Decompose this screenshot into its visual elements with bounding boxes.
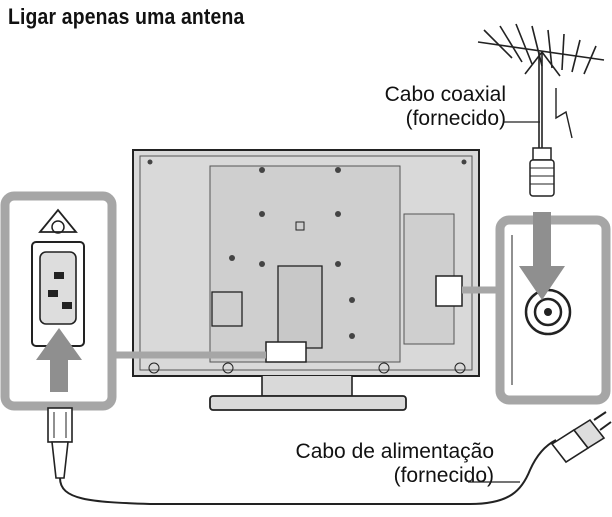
power-cable-label-line1: Cabo de alimentação [295,440,494,463]
antenna-socket-callout [462,215,611,405]
power-socket-icon [31,208,85,347]
power-cable-label: Cabo de alimentação (fornecido) [296,440,494,488]
coaxial-insert-arrow [519,212,565,300]
coaxial-cable-label-line2: (fornecido) [405,107,506,130]
coaxial-plug-icon [529,147,555,197]
antenna-icon [477,23,605,150]
power-cable-label-line2: (fornecido) [393,464,494,487]
tv-back-panel [132,149,480,377]
page-title: Ligar apenas uma antena [8,4,245,29]
power-insert-arrow [36,328,82,392]
coaxial-cable-label: Cabo coaxial (fornecido) [385,83,506,131]
power-cable [59,439,557,505]
signal-arrow-icon [555,88,573,139]
power-plug-icon [550,411,612,464]
iec-connector-icon [47,407,73,479]
coaxial-cable-label-line1: Cabo coaxial [384,83,506,106]
tv-stand [209,376,407,411]
